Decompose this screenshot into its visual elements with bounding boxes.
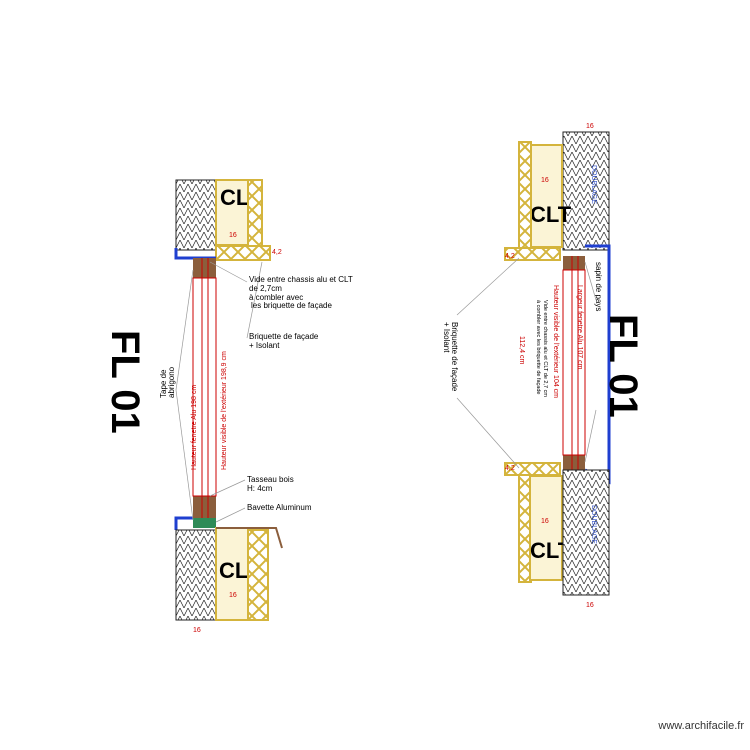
tasseau-note-1: Tasseau bois [247, 475, 294, 484]
right-briquette-note-2: + Isolant [442, 322, 451, 353]
vide-note-3: à combler avec [249, 293, 303, 302]
right-top-clt-dim: 16 [541, 177, 549, 184]
sill-drip [216, 527, 283, 549]
right-top-dim-16: 16 [586, 123, 594, 130]
right-top-clt-label: CLT [530, 202, 572, 227]
hauteur-visible-dim: Hauteur visible de l'extérieur 198,9 cm [221, 351, 228, 470]
right-top-doublage: DOUBLAGE [590, 165, 597, 204]
top-dim-42: 4,2 [272, 249, 282, 256]
right-briquette-note-1: Briquette de façade [450, 322, 459, 392]
top-clt-dim-16: 16 [229, 232, 237, 239]
tape-note-2: abrigono [167, 366, 176, 398]
window-glazing [192, 277, 217, 497]
right-top-clt [529, 144, 563, 248]
hauteur-fenetre-dim: Hauteur fenetre Alu 198 cm [191, 385, 198, 470]
watermark: www.archifacile.fr [658, 720, 744, 732]
window-frame-top [193, 258, 216, 278]
vide-note-4: les briquette de façade [251, 301, 332, 310]
left-title: FL 01 [103, 330, 147, 434]
vide-note-1: Vide entre chassis alu et CLT [249, 275, 353, 284]
right-bottom-clt [529, 475, 563, 581]
bottom-blue-flashing [174, 516, 193, 530]
right-plan-view: 16 DOUBLAGE CLT 16 4,2 4,2 CLT 16 DOUBLA… [442, 123, 645, 609]
right-top-dim-42: 4,2 [505, 253, 515, 260]
left-section-view: CLT 16 4,2 CLT 16 16 Hauteur fenetre Alu… [103, 179, 353, 634]
right-bottom-dim-42: 4,2 [505, 465, 515, 472]
bottom-insulation [175, 529, 217, 621]
right-hauteur-visible: Hauteur visible de l'extérieur 104 cm [552, 285, 559, 398]
bottom-clt-panel [215, 527, 249, 621]
tasseau-note-2: H: 4cm [247, 484, 273, 493]
right-bottom-insulation [562, 469, 610, 596]
right-top-brick [518, 141, 532, 261]
top-brick-cladding [247, 179, 263, 251]
bavette-note: Bavette Aluminum [247, 503, 312, 512]
tape-note-1: Tape de [159, 369, 168, 398]
right-glazing [562, 269, 586, 456]
right-dim-1124: 112,4 cm [518, 336, 525, 364]
bottom-clt-dim-16: 16 [229, 592, 237, 599]
vide-note-2: de 2,7cm [249, 284, 282, 293]
right-frame-bottom [563, 455, 585, 470]
bottom-dim-16: 16 [193, 627, 201, 634]
top-insulation [175, 179, 217, 251]
top-brick-lintel [215, 245, 271, 261]
right-frame-top [563, 256, 585, 270]
window-frame-bottom [193, 496, 216, 518]
bottom-brick-cladding [247, 529, 269, 621]
bavette-aluminium [193, 518, 216, 528]
right-sapin-label: sapin de pays [594, 262, 603, 311]
right-top-brick-return [504, 247, 561, 261]
briquette-note-2: + Isolant [249, 341, 280, 350]
right-vide-note-2: à combler avec les briquette de façade [535, 300, 541, 394]
right-title: FL 01 [601, 314, 645, 418]
right-largeur-fenetre: Largeur fenetre Alu 107 cm [576, 285, 583, 370]
right-bottom-clt-dim: 16 [541, 518, 549, 525]
briquette-note-1: Briquette de façade [249, 332, 319, 341]
right-bottom-doublage: DOUBLAGE [590, 505, 597, 544]
right-vide-note-1: Vide entre chassis alu et CLT de 2,7 cm [542, 300, 548, 397]
right-bottom-dim-16: 16 [586, 602, 594, 609]
right-top-insulation [562, 131, 610, 251]
